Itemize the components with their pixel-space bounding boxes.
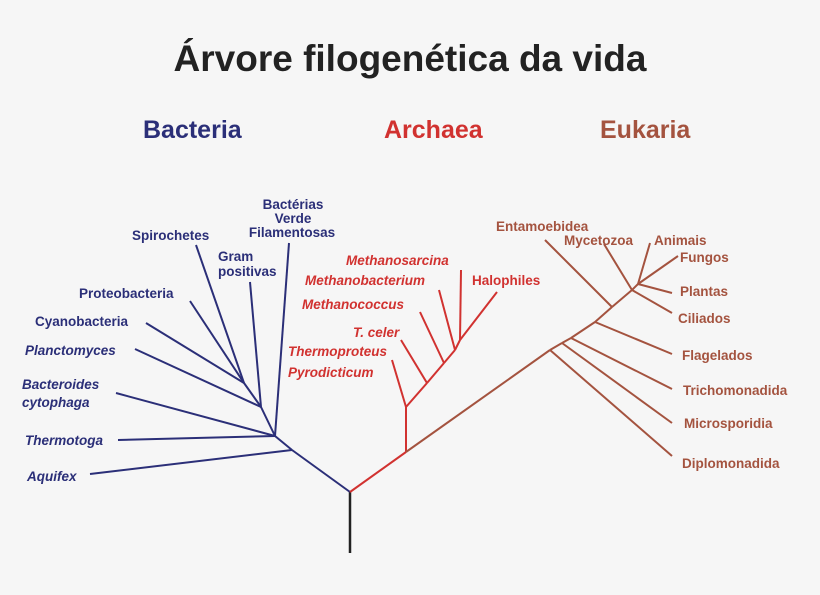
label-trichomonadida: Trichomonadida (683, 383, 788, 398)
label-proteobacteria: Proteobacteria (79, 286, 174, 301)
branch-tceler (400, 339, 428, 384)
label-verdes-line3: Filamentosas (249, 225, 335, 240)
label-aquifex: Aquifex (26, 469, 77, 484)
domain-eukaria-heading: Eukaria (600, 116, 691, 144)
domain-bacteria-heading: Bacteria (143, 116, 242, 144)
label-gram-line1: Gram (218, 249, 253, 264)
label-bacteroides-line2: cytophaga (22, 395, 90, 410)
branch-eukaria-n2 (561, 337, 572, 344)
branch-eukaria-n6 (631, 283, 639, 291)
label-diplomonadida: Diplomonadida (682, 456, 780, 471)
domain-archaea-heading: Archaea (384, 116, 483, 144)
eukaria-branches (405, 239, 679, 457)
branch-archaea-node (405, 382, 428, 408)
branch-trichomonadida (570, 337, 673, 390)
branch-methanosarcina (459, 269, 462, 341)
branch-spirochetes (195, 244, 245, 384)
bacteria-branches (89, 242, 351, 493)
label-thermotoga: Thermotoga (25, 433, 103, 448)
branch-thermotoga (117, 435, 276, 441)
label-verdes-line1: Bactérias (263, 197, 324, 212)
branch-archaea-node4 (454, 339, 461, 351)
branch-planctomyces (134, 348, 262, 408)
branch-pyrodicticum (391, 359, 407, 408)
branch-proteobacteria (189, 300, 245, 384)
label-spirochetes: Spirochetes (132, 228, 209, 243)
branch-microsporidia (561, 342, 673, 424)
label-pyrodicticum: Pyrodicticum (288, 365, 374, 380)
label-planctomyces: Planctomyces (25, 343, 116, 358)
branch-archaea-node2 (426, 362, 445, 384)
label-mycetozoa: Mycetozoa (564, 233, 634, 248)
branch-aquifex (89, 449, 293, 475)
branch-methanobacterium (438, 289, 456, 351)
branch-flagelados (594, 321, 673, 355)
branch-verdes (274, 242, 290, 437)
label-fungos: Fungos (680, 250, 729, 265)
label-verdes-line2: Verde (275, 211, 312, 226)
label-gram-line2: positivas (218, 264, 277, 279)
branch-eukaria-main (405, 349, 551, 453)
label-ciliados: Ciliados (678, 311, 731, 326)
branch-archaea-node3 (443, 349, 456, 364)
branch-plantas (637, 283, 673, 294)
label-cyanobacteria: Cyanobacteria (35, 314, 129, 329)
branch-halophiles (459, 291, 498, 341)
label-tceler: T. celer (353, 325, 400, 340)
label-methanococcus: Methanococcus (302, 297, 405, 312)
label-entamoebidea: Entamoebidea (496, 219, 589, 234)
label-microsporidia: Microsporidia (684, 416, 773, 431)
label-methanosarcina: Methanosarcina (346, 253, 449, 268)
branch-bacteroides (115, 392, 276, 437)
label-thermoproteus: Thermoproteus (288, 344, 388, 359)
label-bacteroides-line1: Bacteroides (22, 377, 100, 392)
branch-animais (637, 242, 651, 285)
branch-eukaria-n5 (611, 289, 633, 308)
archaea-branches (349, 269, 498, 493)
label-halophiles: Halophiles (472, 273, 540, 288)
diagram-title: Árvore filogenética da vida (173, 38, 647, 79)
label-methanobacterium: Methanobacterium (305, 273, 425, 288)
label-flagelados: Flagelados (682, 348, 753, 363)
branch-eukaria-n3 (570, 321, 596, 339)
branch-ciliados (631, 289, 673, 314)
branch-archaea-main (349, 451, 407, 493)
label-animais: Animais (654, 233, 707, 248)
eukaria-labels: Entamoebidea Mycetozoa Animais Fungos Pl… (496, 219, 788, 471)
bacteria-labels: Bactérias Verde Filamentosas Spirochetes… (22, 197, 335, 484)
branch-methanococcus (419, 311, 445, 364)
branch-mycetozoa (603, 243, 633, 291)
branch-bacteria-inner (274, 435, 293, 451)
archaea-labels: Methanosarcina Methanobacterium Halophil… (288, 253, 540, 380)
branch-gram (249, 281, 262, 408)
label-plantas: Plantas (680, 284, 728, 299)
branch-bacteria-node (243, 382, 262, 408)
branch-eukaria-n4 (594, 306, 613, 323)
branch-eukaria-n1 (549, 342, 563, 351)
branch-entamoebidea (544, 239, 613, 308)
branch-diplomonadida (549, 349, 673, 457)
branch-fungos (637, 255, 679, 285)
branch-cyanobacteria (145, 322, 245, 384)
branch-bacteria-upper (260, 406, 276, 437)
branch-bacteria-main (291, 449, 351, 493)
